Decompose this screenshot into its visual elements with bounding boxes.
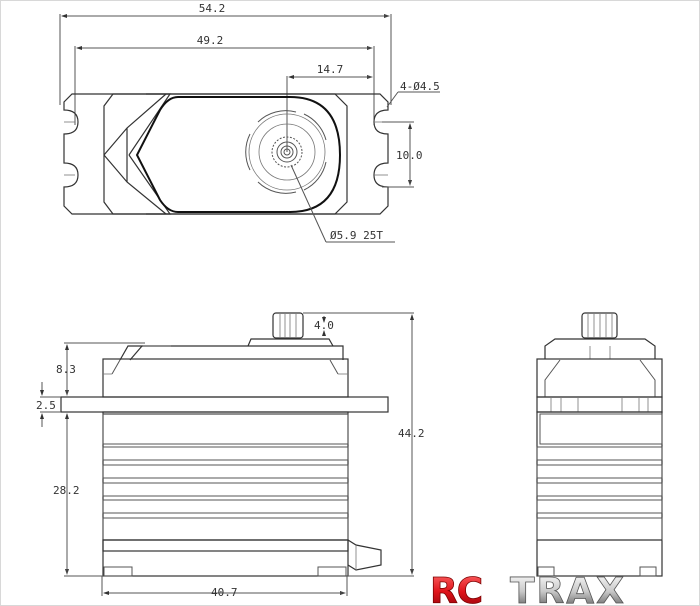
dim-body-width: 40.7 [211, 586, 238, 599]
dim-hole-span: 49.2 [197, 34, 224, 47]
output-spline [245, 110, 327, 194]
dim-spline: Ø5.9 25T [330, 229, 383, 242]
dim-overall-width: 54.2 [199, 2, 226, 15]
dim-body-height: 28.2 [53, 484, 80, 497]
dim-flange-thickness: 2.5 [36, 399, 56, 412]
dim-mount-holes: 4-Ø4.5 [400, 80, 440, 93]
dim-spline-height: 4.0 [314, 319, 334, 332]
dim-total-height: 44.2 [398, 427, 425, 440]
top-view: 54.2 49.2 14.7 4-Ø4.5 10.0 Ø5.9 25T [59, 2, 440, 243]
rctrax-logo: RC TRAX [428, 572, 694, 606]
side-view: 4.0 8.3 2.5 44.2 28.2 40.7 [36, 312, 425, 599]
logo-text-rc: RC [430, 572, 482, 606]
dim-hole-pitch: 10.0 [396, 149, 423, 162]
dim-output-offset: 14.7 [317, 63, 344, 76]
dim-top-to-flange: 8.3 [56, 363, 76, 376]
logo-text-trax: TRAX [510, 572, 626, 606]
end-view [536, 312, 663, 577]
